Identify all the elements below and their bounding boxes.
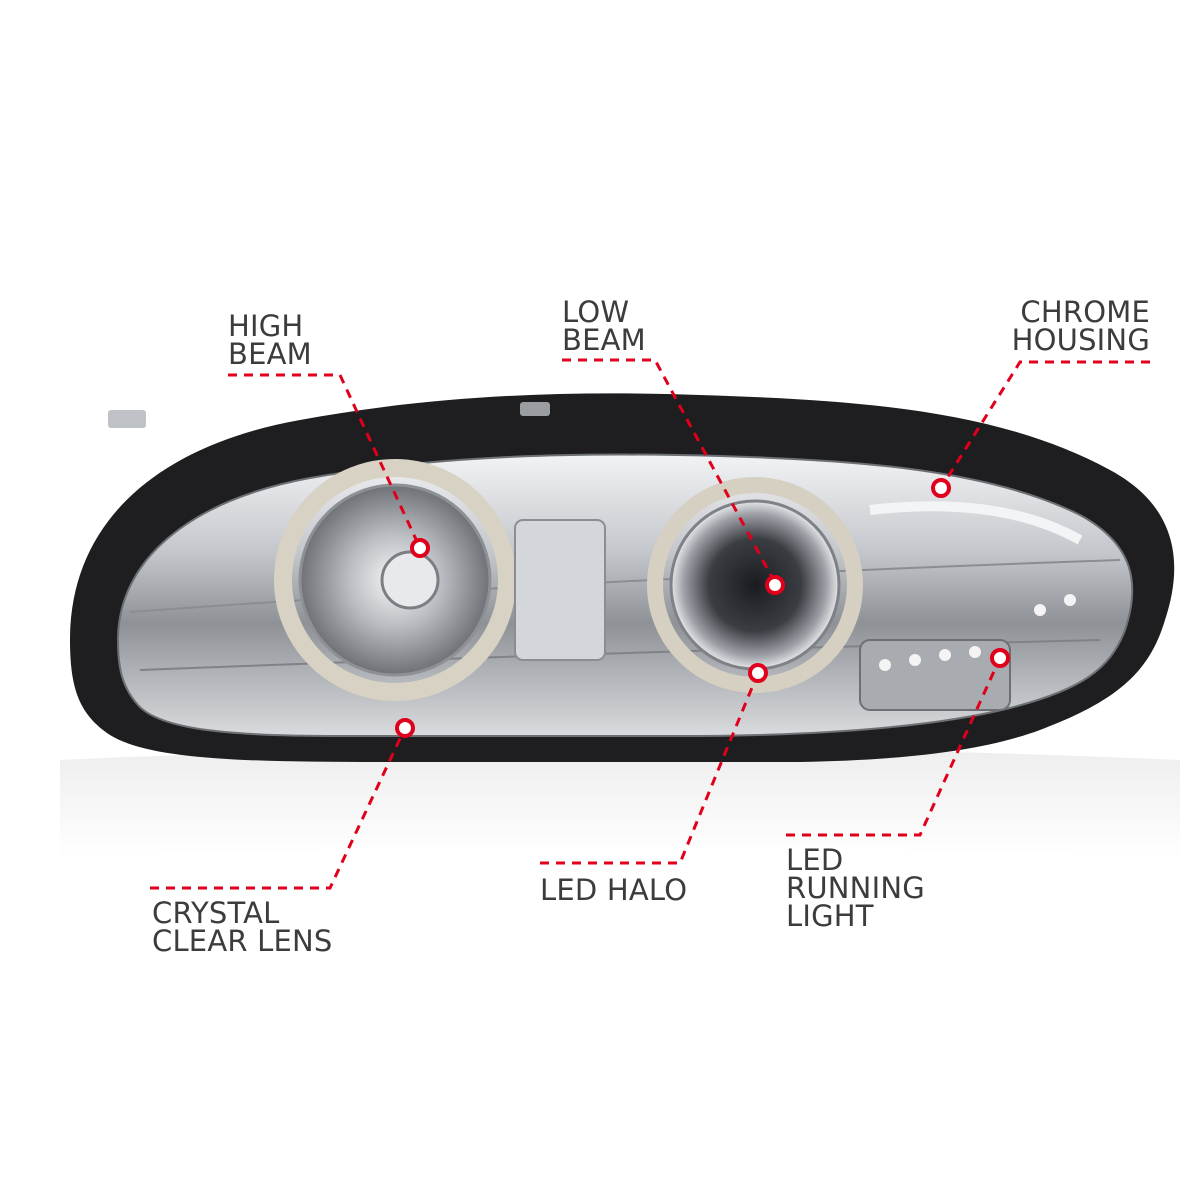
led-running-light-cluster <box>859 594 1076 711</box>
label-led-running-light-line3: LIGHT <box>786 899 874 933</box>
callout-line-led-running-light <box>786 657 1002 837</box>
callout-line-chrome-housing <box>939 360 1150 489</box>
label-chrome-housing: CHROME HOUSING <box>1011 295 1150 357</box>
marker-high-beam <box>410 538 430 558</box>
label-chrome-housing-line2: HOUSING <box>1011 323 1150 357</box>
callout-line-low-beam <box>562 358 777 584</box>
low-beam-projector <box>669 499 841 671</box>
label-high-beam-line1: HIGH <box>228 309 304 343</box>
marker-chrome-housing <box>931 478 951 498</box>
label-led-halo: LED HALO <box>540 873 688 907</box>
marker-crystal-clear-lens <box>395 718 415 738</box>
label-high-beam-line2: BEAM <box>228 337 312 371</box>
label-low-beam-line2: BEAM <box>562 323 646 357</box>
mounting-tab <box>108 410 146 428</box>
label-led-running-light: LED RUNNING LIGHT <box>786 843 925 933</box>
housing-reflection <box>60 747 1180 860</box>
label-crystal-clear-lens: CRYSTAL CLEAR LENS <box>152 896 333 958</box>
marker-led-running-light <box>990 648 1010 668</box>
label-led-running-light-line2: RUNNING <box>786 871 925 905</box>
label-low-beam-line1: LOW <box>562 295 630 329</box>
callout-lines <box>150 358 1150 890</box>
label-crystal-clear-lens-line2: CLEAR LENS <box>152 924 333 958</box>
low-beam-halo <box>647 477 863 693</box>
callout-line-high-beam <box>228 373 422 549</box>
callout-line-crystal-clear-lens <box>150 727 407 890</box>
label-led-halo-line1: LED HALO <box>540 873 688 907</box>
high-beam-halo <box>274 459 516 701</box>
mounting-tab <box>520 402 550 416</box>
high-beam-bulb <box>380 550 440 610</box>
label-led-running-light-line1: LED <box>786 843 844 877</box>
marker-low-beam <box>765 575 785 595</box>
label-chrome-housing-line1: CHROME <box>1020 295 1150 329</box>
label-crystal-clear-lens-line1: CRYSTAL <box>152 896 280 930</box>
label-high-beam: HIGH BEAM <box>228 309 312 371</box>
marker-led-halo <box>748 663 768 683</box>
label-low-beam: LOW BEAM <box>562 295 646 357</box>
lens-band-line <box>129 559 1121 613</box>
center-bracket <box>514 519 606 661</box>
chrome-sweep <box>869 501 1083 545</box>
callout-line-led-halo <box>540 672 760 865</box>
